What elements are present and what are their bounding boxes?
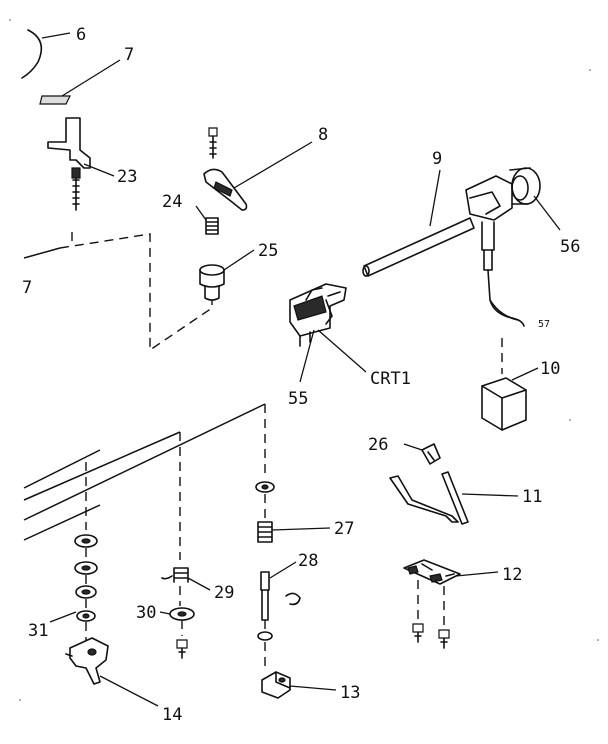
part-7-pad: 7 — [39, 45, 134, 105]
part-57-wires: 57 — [538, 319, 550, 330]
callout-31: 31 — [28, 621, 48, 641]
part-31-washer-stack: 31 — [28, 462, 98, 641]
part-10-cube: 10 — [481, 338, 560, 431]
callout-28: 28 — [298, 551, 318, 571]
callout-7-frame: 7 — [22, 278, 32, 298]
part-13-bracket: 13 — [261, 671, 360, 703]
callout-29: 29 — [214, 583, 234, 603]
chassis-outline: 7 — [22, 232, 266, 541]
callout-14: 14 — [162, 705, 182, 725]
callout-56: 56 — [560, 237, 580, 257]
part-55-cartridge: 55 CRT1 — [288, 283, 411, 409]
callout-12: 12 — [502, 565, 522, 585]
part-12-bracket: 12 — [403, 559, 522, 649]
part-25-bushing: 25 — [199, 241, 278, 301]
callout-23: 23 — [117, 167, 137, 187]
scan-specks — [9, 19, 599, 701]
callout-9: 9 — [432, 149, 442, 169]
part-24-spring: 24 — [162, 192, 219, 235]
part-30-washer: 30 — [136, 586, 195, 659]
part-29-spring-clip: 29 — [161, 432, 234, 603]
part-11-wire: 11 — [389, 471, 542, 525]
part-14-cue-lever: 14 — [65, 622, 182, 725]
callout-7: 7 — [124, 45, 134, 65]
part-27-spring: 27 — [255, 404, 354, 543]
callout-26: 26 — [368, 435, 388, 455]
callout-6: 6 — [76, 25, 86, 45]
part-8-lever: 8 — [203, 125, 328, 211]
callout-11: 11 — [522, 487, 542, 507]
callout-crt1: CRT1 — [370, 369, 411, 389]
part-28-shaft: 28 — [257, 551, 318, 668]
callout-27: 27 — [334, 519, 354, 539]
callout-25: 25 — [258, 241, 278, 261]
part-6-platter-edge: 6 — [21, 25, 86, 79]
part-23-cue-post: 23 — [47, 117, 137, 211]
callout-55: 55 — [288, 389, 308, 409]
callout-30: 30 — [136, 603, 156, 623]
part-56-counterweight: 56 — [533, 195, 580, 257]
callout-13: 13 — [340, 683, 360, 703]
part-9-tonearm: 9 — [362, 149, 541, 327]
part-26-clip: 26 — [368, 435, 441, 465]
callout-8: 8 — [318, 125, 328, 145]
callout-10: 10 — [540, 359, 560, 379]
callout-57: 57 — [538, 319, 550, 330]
callout-24: 24 — [162, 192, 182, 212]
